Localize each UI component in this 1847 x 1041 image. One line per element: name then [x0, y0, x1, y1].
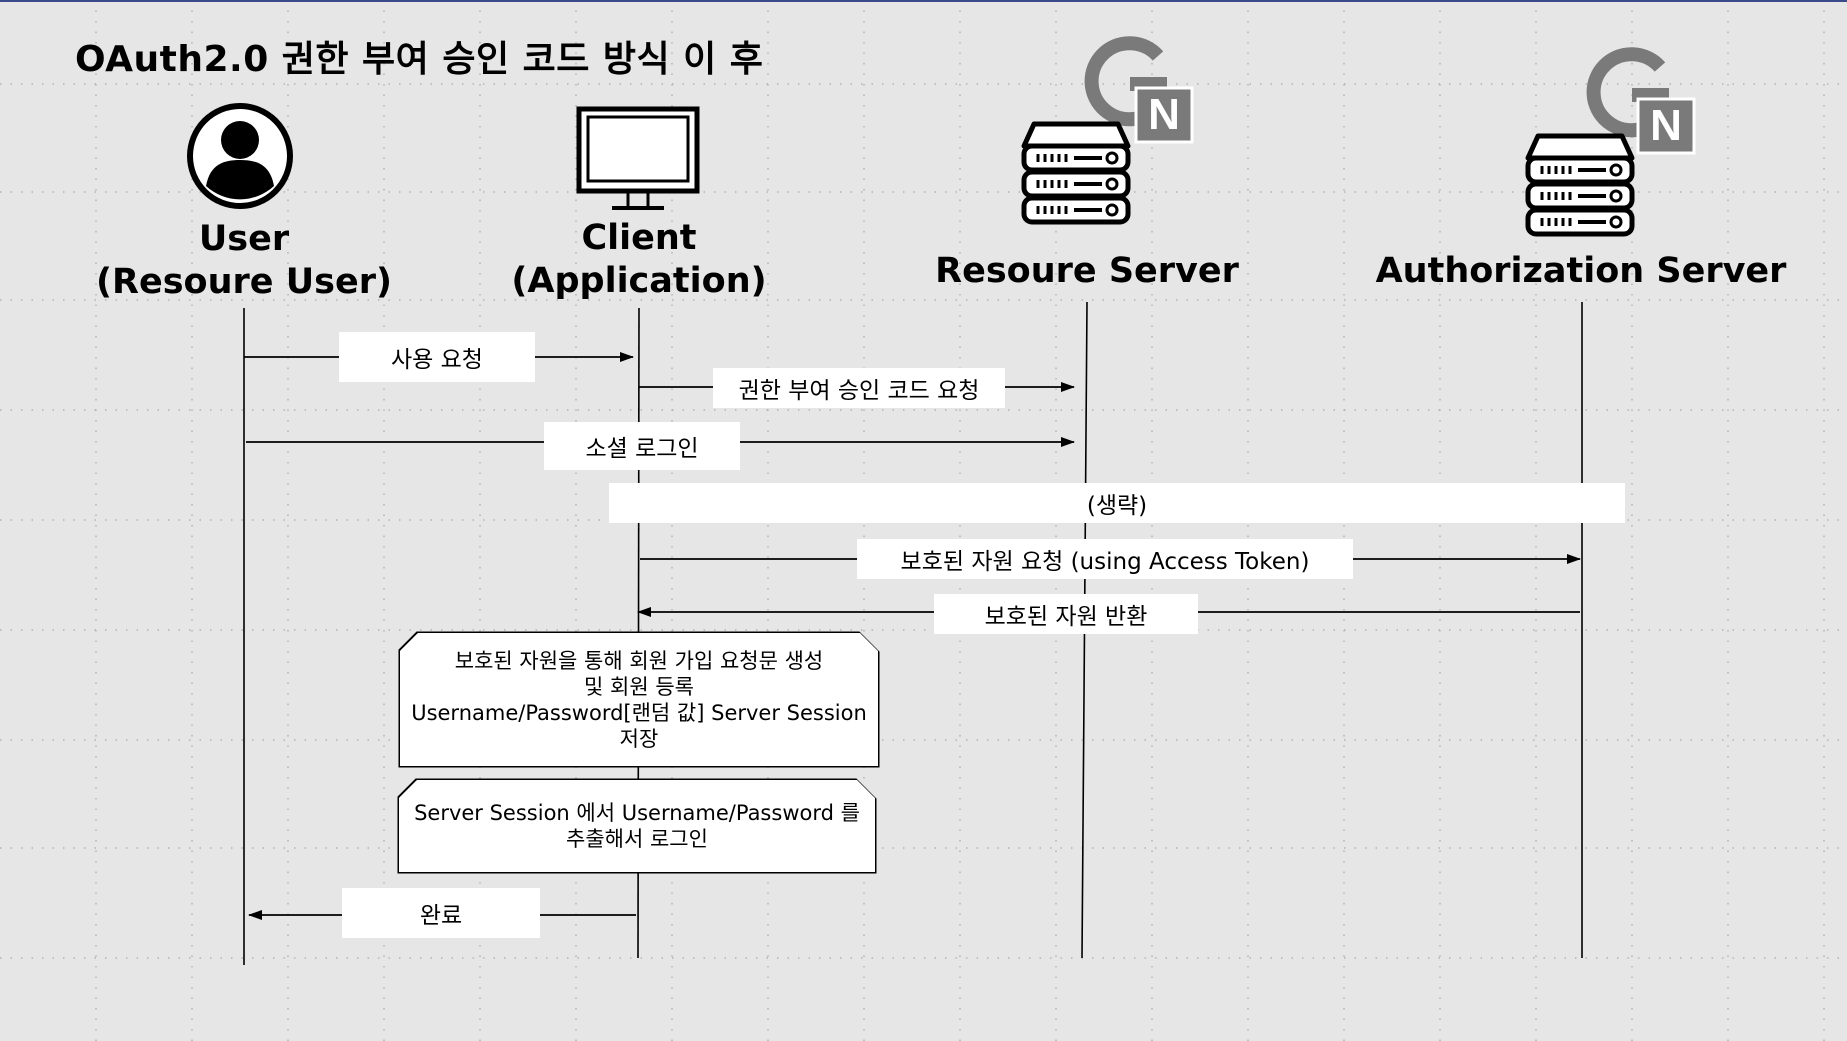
gn-logo-icon: N	[1586, 47, 1696, 155]
message-done: 완료	[342, 888, 540, 938]
message-protected-request: 보호된 자원 요청 (using Access Token)	[857, 539, 1353, 579]
note-signup-line: 보호된 자원을 통해 회원 가입 요청문 생성	[454, 648, 824, 673]
svg-text:N: N	[1650, 101, 1682, 150]
message-omitted: (생략)	[609, 483, 1625, 523]
actor-auth-label: Authorization Server	[1376, 250, 1787, 293]
actor-user-role: (Resoure User)	[96, 262, 392, 302]
note-login-line: Server Session 에서 Username/Password 를	[414, 801, 860, 825]
note-signup-line: 및 회원 등록	[584, 674, 694, 699]
svg-text:N: N	[1148, 90, 1180, 139]
message-protected-return: 보호된 자원 반환	[934, 594, 1198, 634]
actor-user-name: User	[198, 219, 290, 259]
note-login-line: 추출해서 로그인	[566, 827, 708, 851]
server-icon	[1525, 133, 1635, 237]
note-signup-line: 저장	[619, 726, 659, 751]
actor-client-label: Client (Application)	[511, 217, 766, 303]
note-signup-line: Username/Password[랜덤 값] Server Session	[411, 700, 867, 725]
actor-resource-label: Resoure Server	[935, 250, 1239, 293]
page-title: OAuth2.0 권한 부여 승인 코드 방식 이 후	[75, 39, 764, 80]
monitor-icon	[576, 106, 700, 210]
actor-client-name: Client	[581, 218, 697, 258]
actor-auth-name: Authorization Server	[1375, 251, 1787, 291]
note-signup: 보호된 자원을 통해 회원 가입 요청문 생성 및 회원 등록 Username…	[400, 633, 878, 766]
server-icon	[1021, 121, 1131, 225]
message-grant-request: 권한 부여 승인 코드 요청	[713, 368, 1005, 408]
message-use-request: 사용 요청	[339, 332, 535, 382]
actor-user-label: User (Resoure User)	[96, 218, 392, 304]
actor-resource-name: Resoure Server	[935, 251, 1239, 291]
note-login: Server Session 에서 Username/Password 를 추출…	[399, 780, 875, 872]
user-icon	[187, 103, 293, 209]
actor-client-role: (Application)	[511, 261, 767, 301]
top-rule	[0, 0, 1847, 2]
gn-logo-icon: N	[1084, 36, 1194, 144]
message-social-login: 소셜 로그인	[544, 422, 740, 470]
